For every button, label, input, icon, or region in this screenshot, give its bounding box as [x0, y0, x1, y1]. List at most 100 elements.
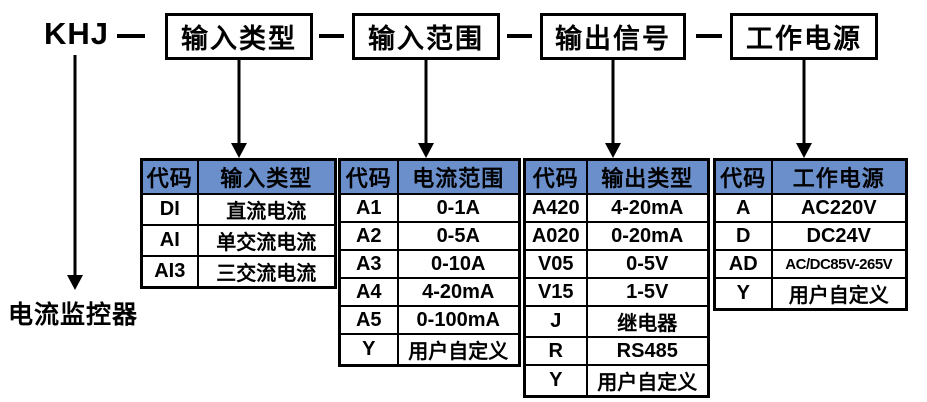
table-row: A020 0-20mA: [523, 221, 710, 251]
desc-cell: 0-1A: [396, 193, 521, 223]
connector-dash: [319, 34, 344, 38]
column-header: 代码: [713, 158, 773, 195]
desc-cell: 继电器: [585, 305, 710, 338]
table-header-row: 代码 工作电源: [713, 158, 908, 195]
column-header: 工作电源: [770, 158, 908, 195]
output-type-table: 代码 输出类型 A420 4-20mA A020 0-20mA V05 0-5V…: [523, 158, 710, 398]
table-row: AI 单交流电流: [140, 224, 337, 257]
current-range-table: 代码 电流范围 A1 0-1A A2 0-5A A3 0-10A A4 4-20…: [338, 158, 521, 367]
table-row: Y 用户自定义: [523, 364, 710, 398]
connector-dash: [117, 34, 145, 38]
category-box-input-type: 输入类型: [165, 13, 313, 60]
power-supply-table: 代码 工作电源 A AC220V D DC24V AD AC/DC85V-265…: [713, 158, 908, 311]
desc-cell: AC/DC85V-265V: [770, 249, 908, 279]
code-cell: A020: [523, 221, 588, 251]
desc-cell: 用户自定义: [770, 277, 908, 311]
code-cell: R: [523, 336, 588, 366]
down-arrow-model: [67, 55, 83, 290]
arrow-shaft: [802, 60, 806, 145]
product-name-label: 电流监控器: [8, 301, 139, 329]
code-cell: A5: [338, 305, 399, 335]
desc-cell: 4-20mA: [396, 277, 521, 307]
arrow-head-icon: [796, 143, 812, 158]
table-row: A5 0-100mA: [338, 305, 521, 335]
code-cell: AD: [713, 249, 773, 279]
connector-dash: [696, 34, 722, 38]
arrow-head-icon: [418, 143, 434, 158]
code-cell: AI3: [140, 255, 199, 289]
column-header: 输出类型: [585, 158, 710, 195]
table-row: V05 0-5V: [523, 249, 710, 279]
code-cell: Y: [338, 333, 399, 367]
code-cell: D: [713, 221, 773, 251]
down-arrow-power-supply: [796, 60, 812, 158]
arrow-shaft: [237, 60, 241, 145]
model-code: KHJ: [44, 16, 110, 51]
arrow-shaft: [611, 60, 615, 145]
arrow-head-icon: [231, 143, 247, 158]
desc-cell: 三交流电流: [196, 255, 337, 289]
desc-cell: 0-10A: [396, 249, 521, 279]
desc-cell: 1-5V: [585, 277, 710, 307]
desc-cell: 4-20mA: [585, 193, 710, 223]
table-row: A AC220V: [713, 193, 908, 223]
table-row: A2 0-5A: [338, 221, 521, 251]
input-type-table: 代码 输入类型 DI 直流电流 AI 单交流电流 AI3 三交流电流: [140, 158, 337, 289]
table-row: AI3 三交流电流: [140, 255, 337, 289]
desc-cell: 0-100mA: [396, 305, 521, 335]
table-row: Y 用户自定义: [338, 333, 521, 367]
table-row: Y 用户自定义: [713, 277, 908, 311]
code-cell: DI: [140, 193, 199, 226]
category-box-input-range: 输入范围: [352, 13, 500, 60]
code-cell: A4: [338, 277, 399, 307]
table-row: DI 直流电流: [140, 193, 337, 226]
table-row: A1 0-1A: [338, 193, 521, 223]
desc-cell: 用户自定义: [585, 364, 710, 398]
table-row: A420 4-20mA: [523, 193, 710, 223]
arrow-head-icon: [67, 275, 83, 290]
code-cell: J: [523, 305, 588, 338]
desc-cell: 0-5A: [396, 221, 521, 251]
category-box-output-signal: 输出信号: [540, 13, 686, 60]
code-cell: V15: [523, 277, 588, 307]
column-header: 代码: [338, 158, 399, 195]
down-arrow-input-range: [418, 60, 434, 158]
desc-cell: 单交流电流: [196, 224, 337, 257]
table-row: R RS485: [523, 336, 710, 366]
code-cell: A1: [338, 193, 399, 223]
code-cell: A3: [338, 249, 399, 279]
desc-cell: 0-20mA: [585, 221, 710, 251]
column-header: 代码: [523, 158, 588, 195]
table-row: AD AC/DC85V-265V: [713, 249, 908, 279]
desc-cell: AC220V: [770, 193, 908, 223]
code-cell: V05: [523, 249, 588, 279]
desc-cell: 0-5V: [585, 249, 710, 279]
table-row: V15 1-5V: [523, 277, 710, 307]
table-row: J 继电器: [523, 305, 710, 338]
column-header: 输入类型: [196, 158, 337, 195]
code-cell: A: [713, 193, 773, 223]
code-cell: AI: [140, 224, 199, 257]
table-header-row: 代码 输入类型: [140, 158, 337, 195]
arrow-head-icon: [605, 143, 621, 158]
arrow-shaft: [424, 60, 428, 145]
down-arrow-input-type: [231, 60, 247, 158]
desc-cell: RS485: [585, 336, 710, 366]
down-arrow-output-signal: [605, 60, 621, 158]
code-cell: A420: [523, 193, 588, 223]
connector-dash: [507, 34, 532, 38]
code-cell: Y: [713, 277, 773, 311]
column-header: 电流范围: [396, 158, 521, 195]
desc-cell: 用户自定义: [396, 333, 521, 367]
column-header: 代码: [140, 158, 199, 195]
table-row: D DC24V: [713, 221, 908, 251]
desc-cell: 直流电流: [196, 193, 337, 226]
table-row: A4 4-20mA: [338, 277, 521, 307]
code-cell: A2: [338, 221, 399, 251]
category-box-power-supply: 工作电源: [730, 13, 878, 60]
arrow-shaft: [73, 55, 77, 276]
desc-cell: DC24V: [770, 221, 908, 251]
table-header-row: 代码 输出类型: [523, 158, 710, 195]
table-row: A3 0-10A: [338, 249, 521, 279]
